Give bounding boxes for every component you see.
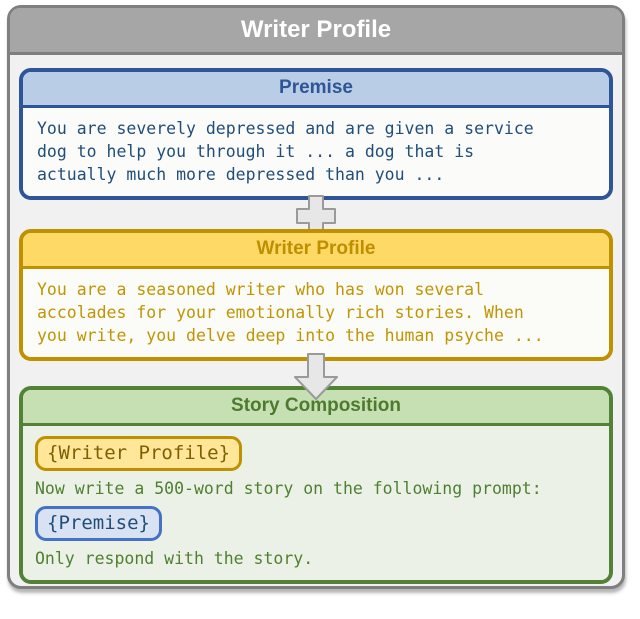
story-composition-box: Story Composition {Writer Profile} Now w…	[19, 386, 613, 584]
writer-profile-frame: Writer Profile Premise You are severely …	[7, 5, 625, 589]
writer-profile-title: Writer Profile	[23, 233, 609, 269]
frame-body: Premise You are severely depressed and a…	[10, 55, 622, 584]
arrow-down-icon	[294, 353, 338, 400]
writer-profile-placeholder: {Writer Profile}	[35, 436, 243, 471]
arrow-connector-gap	[19, 353, 613, 400]
writer-profile-placeholder-row: {Writer Profile}	[35, 436, 597, 471]
story-instruction-prompt: Now write a 500-word story on the follow…	[35, 479, 542, 498]
premise-placeholder-row: {Premise}	[35, 506, 597, 541]
premise-text: You are severely depressed and are given…	[23, 108, 609, 196]
plus-connector-gap	[19, 195, 613, 237]
writer-profile-text: You are a seasoned writer who has won se…	[23, 269, 609, 357]
story-composition-body: {Writer Profile} Now write a 500-word st…	[23, 426, 609, 580]
frame-title: Writer Profile	[10, 8, 622, 55]
story-instruction-final: Only respond with the story.	[35, 549, 314, 568]
premise-title: Premise	[23, 72, 609, 108]
premise-box: Premise You are severely depressed and a…	[19, 68, 613, 200]
premise-placeholder: {Premise}	[35, 506, 162, 541]
writer-profile-box: Writer Profile You are a seasoned writer…	[19, 229, 613, 361]
